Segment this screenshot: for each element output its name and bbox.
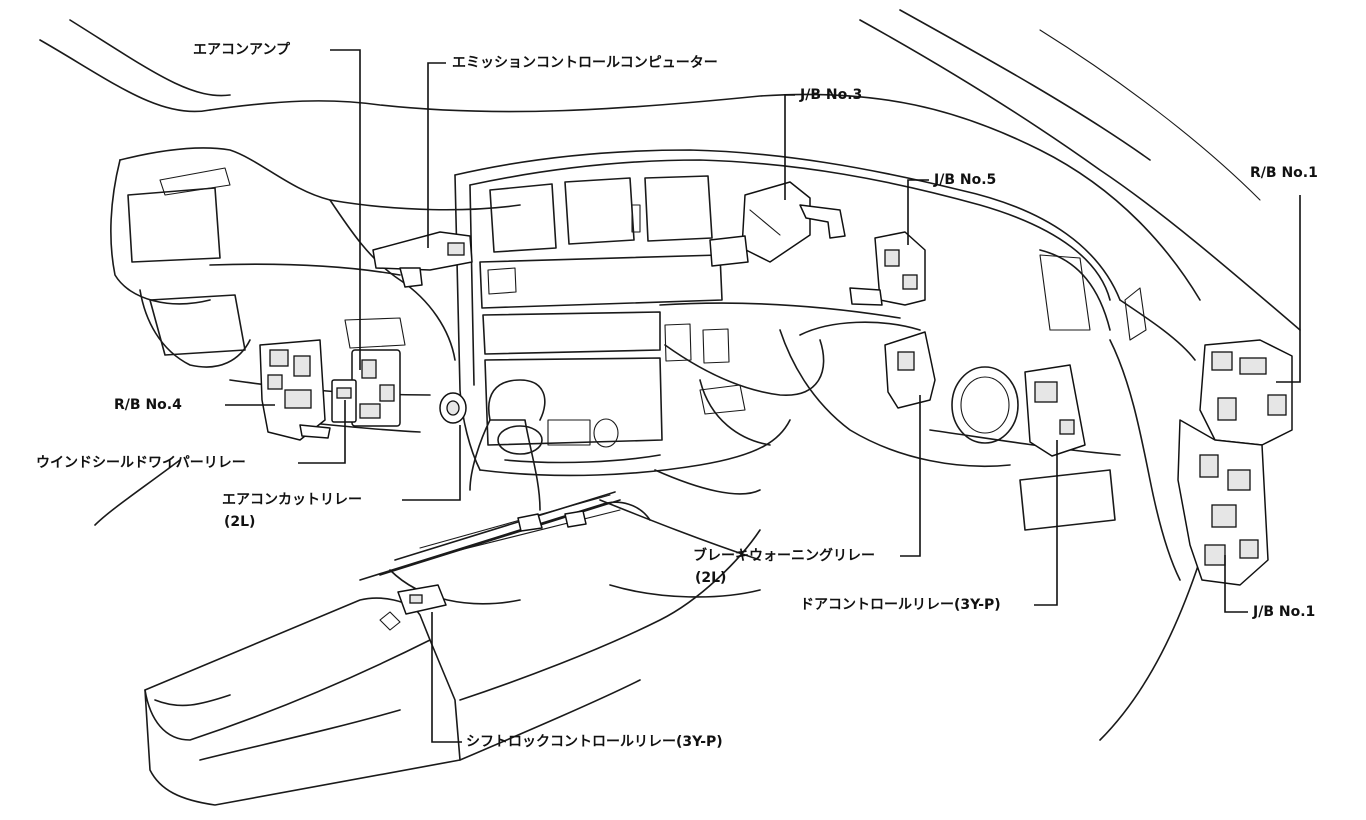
label-brake-warning-relay-note: (2L) — [695, 570, 727, 586]
junction-block-no3-part — [709, 181, 846, 267]
emission-computer-part — [372, 231, 473, 288]
brake-warning-relay-part — [884, 331, 936, 409]
ac-cut-relay-part — [439, 392, 467, 424]
relay-block-no1-part — [1199, 339, 1293, 446]
label-ac-cut-relay: エアコンカットリレー — [222, 492, 362, 508]
label-brake-warning-relay: ブレーキウォーニングリレー — [693, 548, 875, 564]
relay-block-no4-part — [259, 339, 331, 441]
label-jb-no1: J/B No.1 — [1253, 604, 1316, 620]
junction-block-no1-part — [1177, 419, 1269, 586]
label-rb-no1: R/B No.1 — [1250, 165, 1318, 181]
label-jb-no3: J/B No.3 — [800, 87, 863, 103]
label-ac-cut-relay-note: (2L) — [224, 514, 256, 530]
label-shift-lock-relay: シフトロックコントロールリレー(3Y-P) — [466, 734, 723, 750]
label-jb-no5: J/B No.5 — [934, 172, 997, 188]
door-control-relay-part — [1024, 364, 1086, 457]
label-door-control-relay: ドアコントロールリレー(3Y-P) — [800, 597, 1001, 613]
leader-lines — [225, 49, 1301, 743]
shift-lock-relay-part — [397, 510, 587, 615]
label-windshield-wiper-relay: ウインドシールドワイパーリレー — [36, 455, 246, 471]
junction-block-no5-part — [849, 231, 926, 306]
label-rb-no4: R/B No.4 — [114, 397, 182, 413]
body-outline — [39, 9, 1301, 741]
wiper-relay-part — [331, 379, 357, 423]
dashboard-body — [110, 93, 1201, 806]
label-ac-amp: エアコンアンプ — [193, 42, 291, 58]
label-emission-computer: エミッションコントロールコンピューター — [452, 55, 718, 71]
ac-amplifier-part — [351, 349, 401, 427]
